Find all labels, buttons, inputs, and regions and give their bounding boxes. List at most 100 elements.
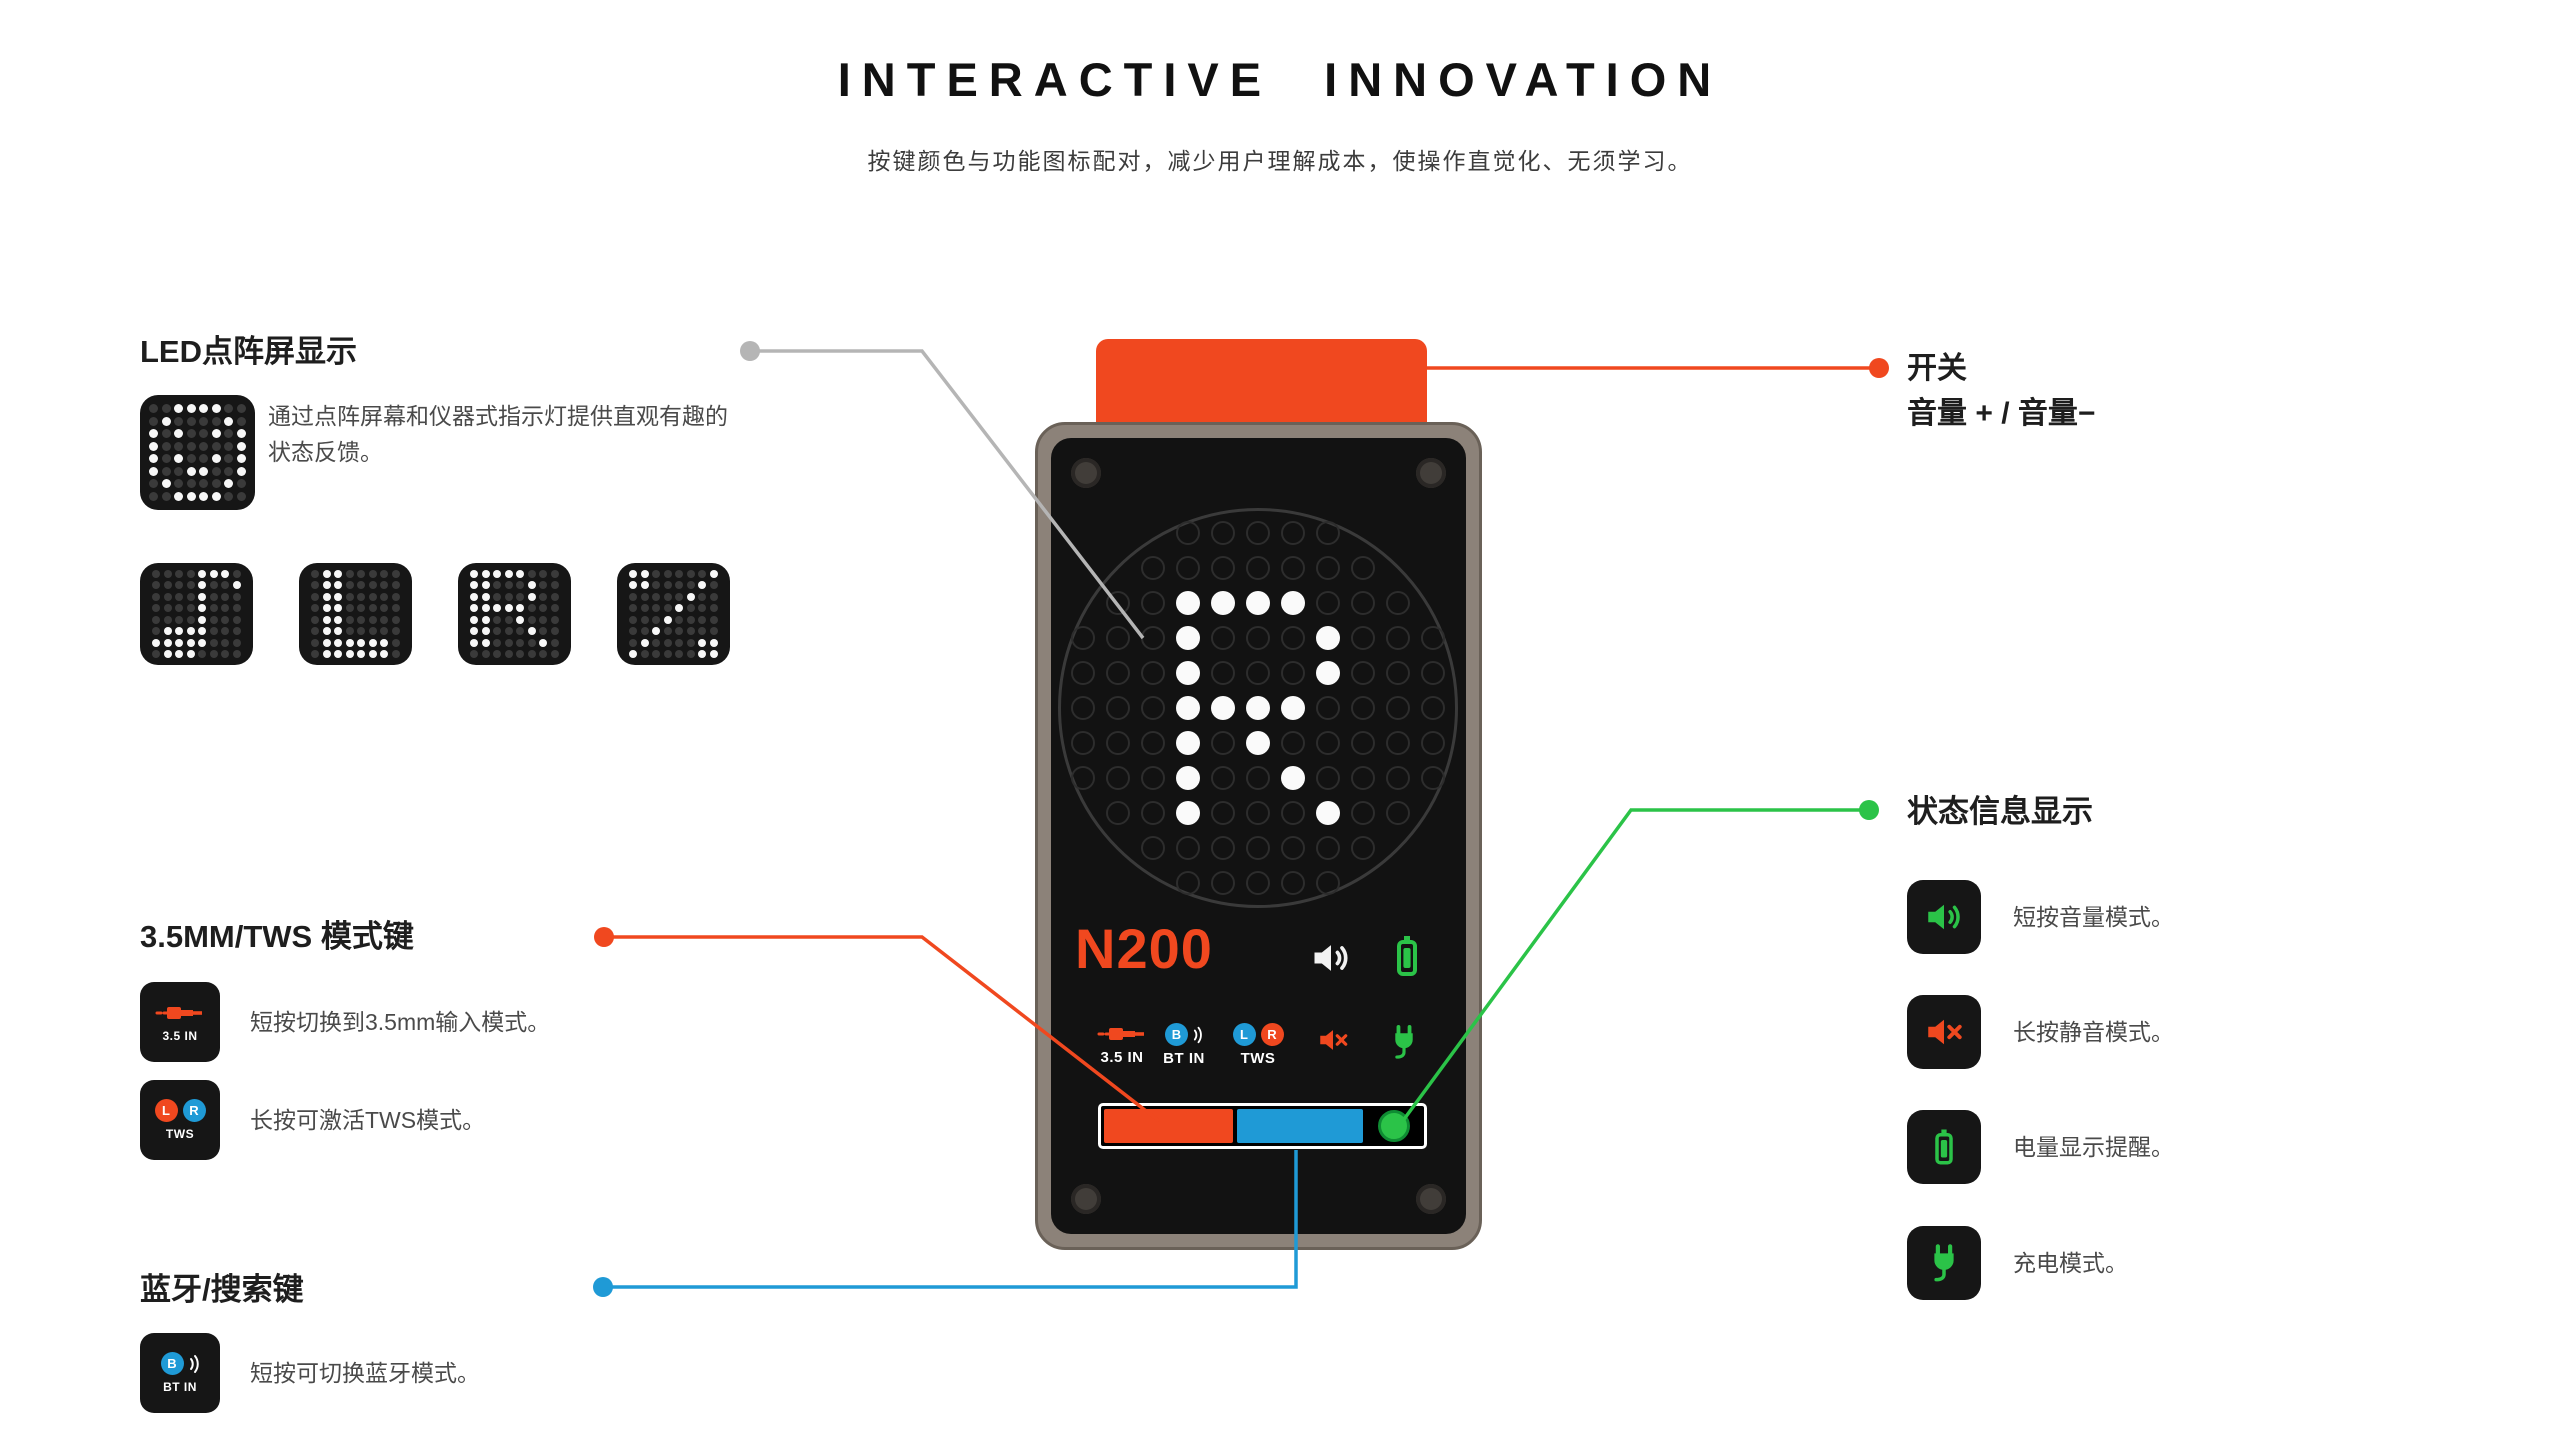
led-dot [211, 491, 221, 501]
led-dot [1211, 556, 1235, 580]
led-dot [1211, 521, 1235, 545]
led-dot [698, 604, 707, 613]
led-dot [186, 569, 195, 578]
led-dot [380, 569, 389, 578]
led-dot [1351, 731, 1375, 755]
led-dot [1421, 766, 1445, 790]
page-title: INTERACTIVE INNOVATION [837, 53, 1723, 106]
led-matrix-note [152, 569, 241, 659]
led-dot [322, 638, 331, 647]
led-dot [209, 604, 218, 613]
led-dot [152, 650, 161, 659]
led-dot [391, 592, 400, 601]
led-dot [1421, 661, 1445, 685]
led-dot [334, 638, 343, 647]
led-dot [652, 627, 661, 636]
led-dot [152, 569, 161, 578]
mute-device-icon-group [1301, 1023, 1365, 1057]
led-dot [163, 604, 172, 613]
screw-icon [1416, 1184, 1446, 1214]
led-dot [698, 592, 707, 601]
led-matrix-tile-note [140, 563, 253, 665]
led-dot [1211, 731, 1235, 755]
led-dot [152, 604, 161, 613]
tws-left-disc: L [154, 1099, 178, 1122]
led-dot [675, 615, 684, 624]
led-dot [652, 592, 661, 601]
led-dot [481, 627, 490, 636]
led-dot [1176, 521, 1200, 545]
led-dot [198, 569, 207, 578]
led-dot [345, 569, 354, 578]
led-dot [1316, 871, 1340, 895]
led-dot [1351, 801, 1375, 825]
led-dot [493, 592, 502, 601]
bluetooth-callout-dot [593, 1277, 613, 1297]
led-dot [1141, 836, 1165, 860]
led-dot [380, 581, 389, 590]
aux-in-device-label: 3.5 IN [1100, 1049, 1144, 1066]
led-matrix-tile-letter-r [458, 563, 571, 665]
led-dot [1386, 731, 1410, 755]
led-dot [357, 650, 366, 659]
led-dot [209, 569, 218, 578]
led-dot [1281, 801, 1305, 825]
led-dot [198, 604, 207, 613]
status-item-charge-text: 充电模式。 [2013, 1250, 2128, 1276]
led-dot [1386, 766, 1410, 790]
led-dot [221, 650, 230, 659]
led-dot [527, 569, 536, 578]
led-dot [1141, 801, 1165, 825]
led-dot [198, 615, 207, 624]
led-dot [1316, 836, 1340, 860]
led-dot [1141, 556, 1165, 580]
led-dot [186, 615, 195, 624]
led-dot [211, 479, 221, 489]
led-dot [198, 592, 207, 601]
led-dot [232, 627, 241, 636]
led-dot [357, 604, 366, 613]
led-dot [221, 581, 230, 590]
bt-in-tile: B BT IN [140, 1333, 220, 1413]
led-dot [663, 615, 672, 624]
led-dot [380, 592, 389, 601]
led-dot [174, 479, 184, 489]
led-dot [186, 466, 196, 476]
led-dot [516, 581, 525, 590]
led-dot [516, 569, 525, 578]
led-dot [357, 581, 366, 590]
led-dot [550, 581, 559, 590]
led-dot [232, 615, 241, 624]
led-dot [391, 581, 400, 590]
led-dot [345, 638, 354, 647]
led-dot [199, 429, 209, 439]
led-dot [357, 615, 366, 624]
led-dot [211, 454, 221, 464]
led-dot [334, 615, 343, 624]
battery-tile [1907, 1110, 1981, 1184]
led-dot [686, 604, 695, 613]
led-dot [391, 627, 400, 636]
led-dot [709, 627, 718, 636]
switch-callout: 开关 音量 + / 音量− [1907, 346, 2095, 436]
led-dot [174, 441, 184, 451]
led-dot [175, 627, 184, 636]
led-dot [1386, 626, 1410, 650]
tws-tile: L R TWS [140, 1080, 220, 1160]
led-dot [232, 569, 241, 578]
led-dot [236, 491, 246, 501]
led-matrix-tile-row [140, 563, 730, 665]
led-dot [334, 592, 343, 601]
status-item-volume-text: 短按音量模式。 [2013, 904, 2174, 930]
led-matrix-tile-percent [617, 563, 730, 665]
led-dot [357, 569, 366, 578]
led-dot [527, 638, 536, 647]
led-dot [211, 416, 221, 426]
led-dot [527, 615, 536, 624]
led-dot [161, 416, 171, 426]
led-dot [539, 615, 548, 624]
bluetooth-item-text: 短按可切换蓝牙模式。 [250, 1360, 480, 1386]
led-dot [198, 650, 207, 659]
led-dot [186, 650, 195, 659]
led-dot [1281, 661, 1305, 685]
